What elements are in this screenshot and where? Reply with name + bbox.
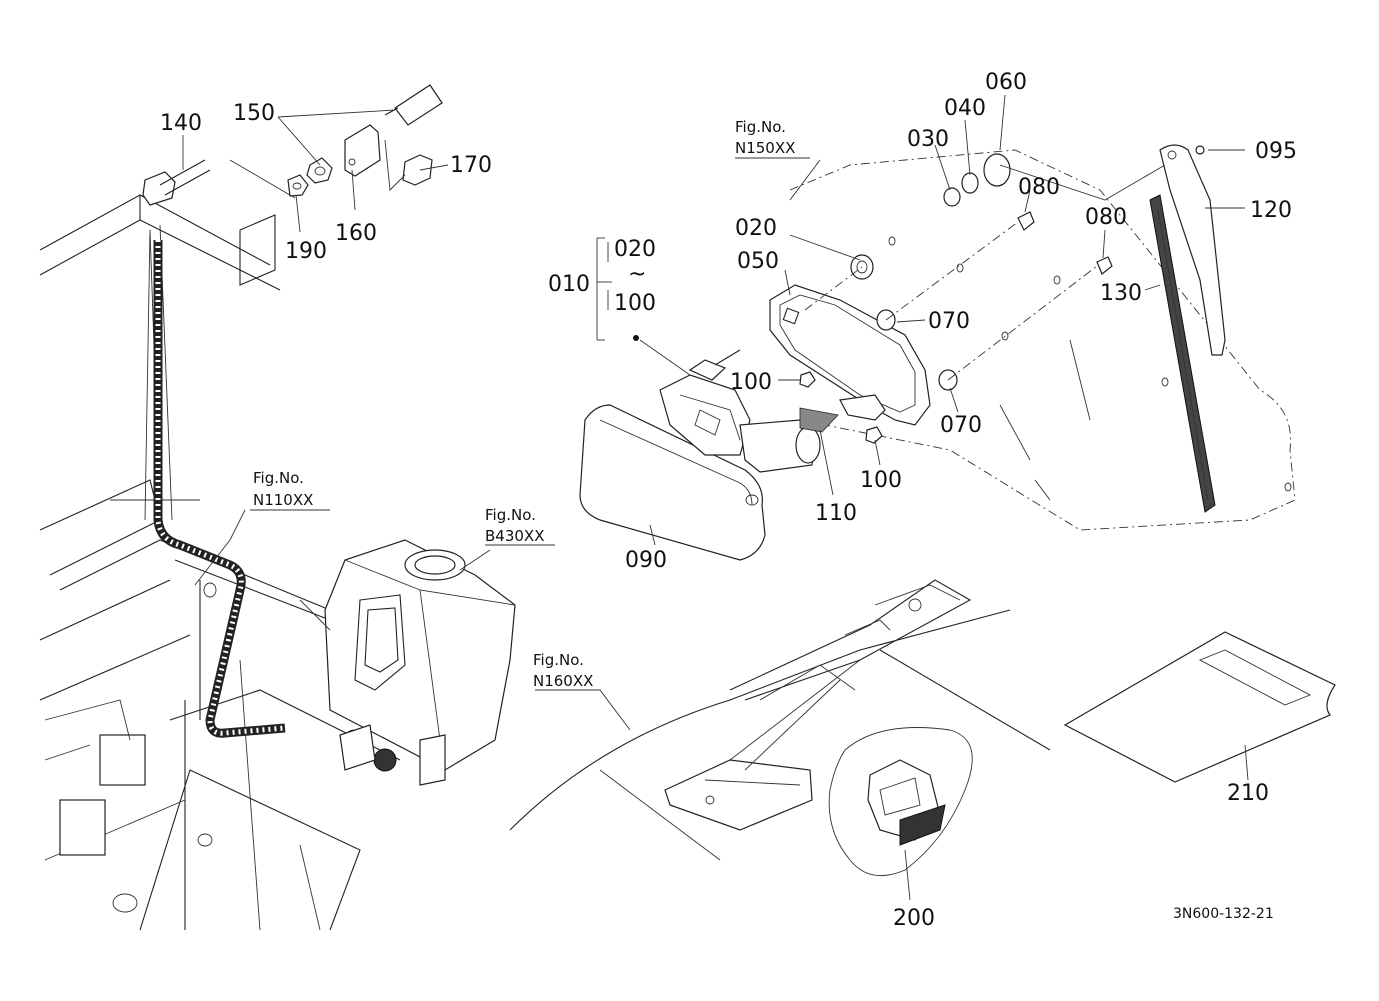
- washer-tank: [299, 539, 516, 786]
- callout-040[interactable]: 040: [944, 96, 986, 121]
- callout-070-lower[interactable]: 070: [940, 413, 982, 438]
- wiper-arm-120: [1159, 144, 1226, 356]
- small-hardware: [799, 153, 1166, 444]
- callout-060[interactable]: 060: [985, 70, 1027, 95]
- fuse-block: [59, 799, 106, 856]
- bracket-plate-050: [769, 284, 931, 426]
- washer-030: [943, 187, 961, 207]
- figure-ref-n160[interactable]: Fig.No. N160XX: [533, 651, 593, 690]
- figure-ref-n160-line2: N160XX: [533, 672, 593, 690]
- drawing-code: 3N600-132-21: [1173, 906, 1274, 922]
- washer-hose: [142, 159, 286, 738]
- figure-ref-n110-line2: N110XX: [253, 491, 313, 509]
- callout-150[interactable]: 150: [233, 101, 275, 126]
- bolt-080b: [1096, 256, 1113, 275]
- callout-160[interactable]: 160: [335, 221, 377, 246]
- callout-080-upper[interactable]: 080: [1018, 175, 1060, 200]
- wiper-motor: [633, 335, 839, 473]
- callout-080-lower[interactable]: 080: [1085, 205, 1127, 230]
- callout-140[interactable]: 140: [160, 111, 202, 136]
- range-group-from: 020: [614, 237, 656, 262]
- figure-ref-n160-line1: Fig.No.: [533, 651, 584, 669]
- pad-110: [799, 407, 839, 433]
- callout-070-upper[interactable]: 070: [928, 309, 970, 334]
- range-group-to: 100: [614, 291, 656, 316]
- callout-130[interactable]: 130: [1100, 281, 1142, 306]
- nut-150: [306, 157, 333, 184]
- callout-170[interactable]: 170: [450, 153, 492, 178]
- range-group-label: 010: [548, 272, 590, 297]
- mount-plate: [664, 759, 813, 831]
- callout-120[interactable]: 120: [1250, 198, 1292, 223]
- rear-window-glass: [789, 149, 1296, 531]
- figure-ref-b430-line1: Fig.No.: [485, 506, 536, 524]
- bolt-170: [402, 154, 433, 186]
- bolt-080a: [1017, 211, 1035, 231]
- decal-sheet-210: [1063, 631, 1336, 783]
- relay-box: [99, 734, 146, 786]
- wiper-blade-130: [1149, 194, 1216, 513]
- callout-050[interactable]: 050: [737, 249, 779, 274]
- callout-100-left[interactable]: 100: [730, 370, 772, 395]
- roof-panel: [509, 579, 1051, 861]
- figure-ref-b430[interactable]: Fig.No. B430XX: [485, 506, 544, 545]
- figure-ref-n110[interactable]: Fig.No. N110XX: [253, 469, 313, 509]
- figure-ref-n150[interactable]: Fig.No. N150XX: [735, 118, 795, 157]
- cab-frame: [39, 194, 481, 931]
- callout-200[interactable]: 200: [893, 906, 935, 931]
- washer-040: [961, 172, 979, 194]
- leader-lines: [182, 94, 1249, 901]
- hose-joint: [142, 171, 176, 206]
- callout-110[interactable]: 110: [815, 501, 857, 526]
- nozzle-assembly: [229, 84, 443, 199]
- nut-095: [1195, 145, 1205, 155]
- cap-060: [983, 153, 1011, 187]
- motor-cover-090: [579, 404, 766, 561]
- callout-020[interactable]: 020: [735, 216, 777, 241]
- range-group-tilde: ~: [628, 262, 646, 287]
- figure-ref-b430-line2: B430XX: [485, 527, 544, 545]
- callout-190[interactable]: 190: [285, 239, 327, 264]
- range-group-010[interactable]: 010 020 ~ 100: [548, 237, 656, 316]
- figure-ref-n110-line1: Fig.No.: [253, 469, 304, 487]
- nut-190: [287, 174, 309, 197]
- figure-ref-n150-line2: N150XX: [735, 139, 795, 157]
- nut-100b: [865, 426, 883, 444]
- callout-100-right[interactable]: 100: [860, 468, 902, 493]
- callout-030[interactable]: 030: [907, 127, 949, 152]
- bracket-160: [344, 124, 381, 177]
- callout-095[interactable]: 095: [1255, 139, 1297, 164]
- nut-100a: [799, 371, 816, 388]
- callout-090[interactable]: 090: [625, 548, 667, 573]
- switch-detail-200: [828, 727, 973, 877]
- pump-motor: [339, 724, 376, 771]
- figure-ref-n150-line1: Fig.No.: [735, 118, 786, 136]
- callouts: 140 150 170 190 160 060 040 030 095 080 …: [160, 70, 1297, 931]
- callout-210[interactable]: 210: [1227, 781, 1269, 806]
- nozzle-150: [394, 84, 443, 126]
